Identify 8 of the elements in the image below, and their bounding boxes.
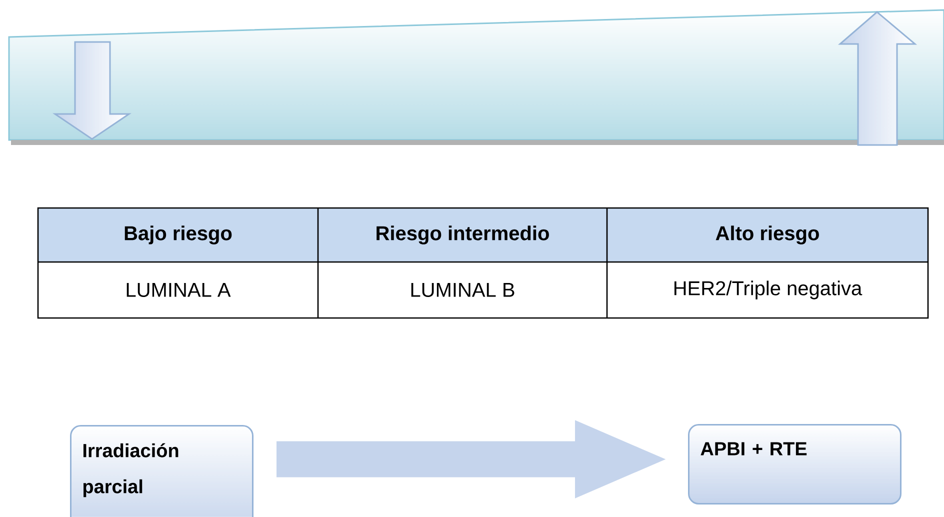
table-header-cell: Riesgo intermedio [376,226,549,244]
process-box: Irradiación parcial [70,425,254,517]
process-box: APBI + RTE [688,424,902,504]
table-cell: LUMINAL B [411,283,514,297]
table-header-cell: Alto riesgo [716,226,819,244]
table-cell: HER2/Triple negativa [674,280,862,300]
table-cell: LUMINAL A [126,283,231,297]
table-header-cell: Bajo riesgo [124,226,232,244]
